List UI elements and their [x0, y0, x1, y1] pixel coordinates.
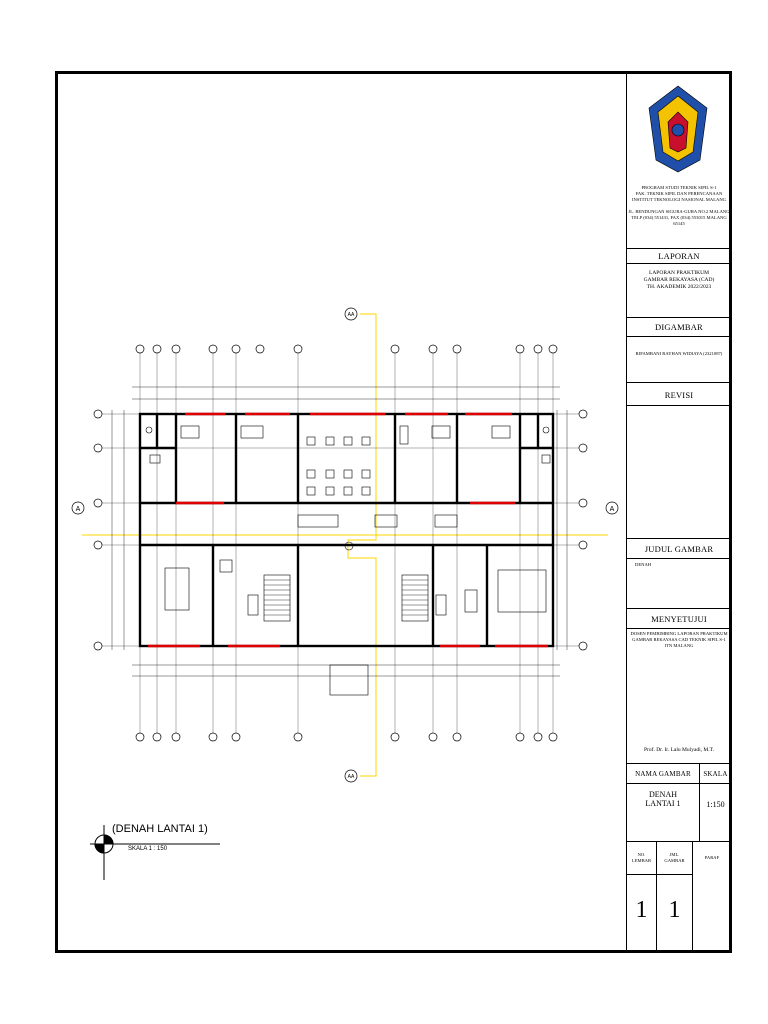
skala-header: SKALA: [699, 764, 731, 784]
section-marker-bottom: [344, 769, 358, 783]
jml-gambar-value: 1: [657, 874, 692, 924]
skala-value: 1:150: [699, 784, 731, 842]
nama-gambar-line: LANTAI 1: [645, 799, 681, 808]
no-lembar-label: LEMBAR: [631, 858, 652, 863]
digambar-name: RIFAMBANI RAYHAN WIDIAYA (2321087): [635, 351, 723, 356]
section-mark-bottom-label: AA: [348, 774, 355, 780]
grid-bubbles-side: [93, 409, 588, 651]
menyetujui-block: DOSEN PEMBIMBING LAPORAN PRAKTIKUM GAMBA…: [627, 628, 731, 763]
address-line: JL. BENDUNGAN SIGURA-GURA NO.2 MALANG: [628, 209, 730, 214]
section-line: [82, 313, 608, 777]
menyetujui-line: DOSEN PEMBIMBING LAPORAN PRAKTIKUM: [630, 631, 728, 636]
grid-bubbles-bottom: [135, 732, 558, 742]
grid-bubbles-top: [135, 344, 558, 354]
nama-skala-header-row: NAMA GAMBAR SKALA: [627, 763, 731, 784]
judul-block: DENAH: [627, 558, 731, 608]
drawing-title: (DENAH LANTAI 1): [112, 823, 208, 835]
jml-gambar-label: JML.: [669, 852, 680, 857]
revisi-header: REVISI: [627, 382, 731, 406]
laporan-line: LAPORAN PRAKTIKUM: [648, 270, 710, 276]
drawing-sheet-border: [55, 71, 732, 953]
windows: [148, 412, 548, 648]
laporan-line: TH. AKADEMIK 2022/2023: [646, 284, 712, 290]
laporan-line: GAMBAR REKAYASA (CAD): [643, 277, 715, 283]
drawing-inner-border: [57, 73, 730, 951]
menyetujui-line: ITN MALANG: [664, 643, 694, 648]
paraf-label: PARAF: [704, 855, 720, 860]
nama-gambar-cell: DENAH LANTAI 1: [627, 784, 699, 808]
address-line: TELP (034) 551431, FAX (034) 553015 MALA…: [631, 215, 727, 226]
nama-gambar-line: DENAH: [649, 790, 677, 799]
laporan-block: LAPORAN PRAKTIKUM GAMBAR REKAYASA (CAD) …: [627, 263, 731, 317]
jml-gambar-cell: JML. GAMBAR 1: [657, 842, 693, 952]
section-marker-top: [344, 307, 358, 321]
nama-gambar-header: NAMA GAMBAR: [635, 770, 691, 778]
no-lembar-value: 1: [627, 874, 656, 924]
no-lembar-label: NO.: [637, 852, 646, 857]
no-lembar-cell: NO. LEMBAR 1: [627, 842, 657, 952]
institution-line: PROGRAM STUDI TEKNIK SIPIL S-1: [641, 185, 717, 190]
section-marker-left: [71, 501, 85, 515]
laporan-header: LAPORAN: [627, 248, 731, 263]
digambar-header: DIGAMBAR: [627, 317, 731, 336]
stair-treads: [264, 579, 428, 616]
institution-logo: [648, 85, 708, 173]
menyetujui-line: GAMBAR REKAYASA CAD TEKNIK SIPIL S-1: [632, 637, 726, 642]
drawing-scale: SKALA 1 : 150: [128, 846, 168, 852]
furniture: [145, 425, 551, 696]
section-mark-right-label: A: [610, 506, 615, 513]
judul-header: JUDUL GAMBAR: [627, 538, 731, 558]
institution-block: PROGRAM STUDI TEKNIK SIPIL S-1 FAK. TEKN…: [627, 185, 731, 227]
walls: [138, 412, 555, 648]
paraf-cell: PARAF: [693, 842, 731, 952]
title-block: PROGRAM STUDI TEKNIK SIPIL S-1 FAK. TEKN…: [626, 73, 731, 952]
judul-value: DENAH: [635, 562, 652, 567]
dimension-lines: [111, 386, 568, 677]
drawing-title-marker: [90, 825, 220, 880]
section-marker-right: [605, 501, 619, 515]
sheet-count-row: NO. LEMBAR 1 JML. GAMBAR 1 PARAF: [627, 841, 731, 952]
institution-line: INSTITUT TEKNOLOGI NASIONAL MALANG: [632, 197, 726, 202]
section-mark-left-label: A: [76, 506, 81, 513]
menyetujui-header: MENYETUJUI: [627, 608, 731, 628]
digambar-block: RIFAMBANI RAYHAN WIDIAYA (2321087): [627, 336, 731, 382]
jml-gambar-label: GAMBAR: [664, 858, 685, 863]
nama-skala-value-row: DENAH LANTAI 1 1:150: [627, 783, 731, 842]
approver-name: Prof. Dr. Ir. Lalu Mulyadi, M.T.: [643, 747, 714, 753]
institution-line: FAK. TEKNIK SIPIL DAN PERENCANAAN: [635, 191, 723, 196]
section-mark-top-label: AA: [348, 312, 355, 318]
